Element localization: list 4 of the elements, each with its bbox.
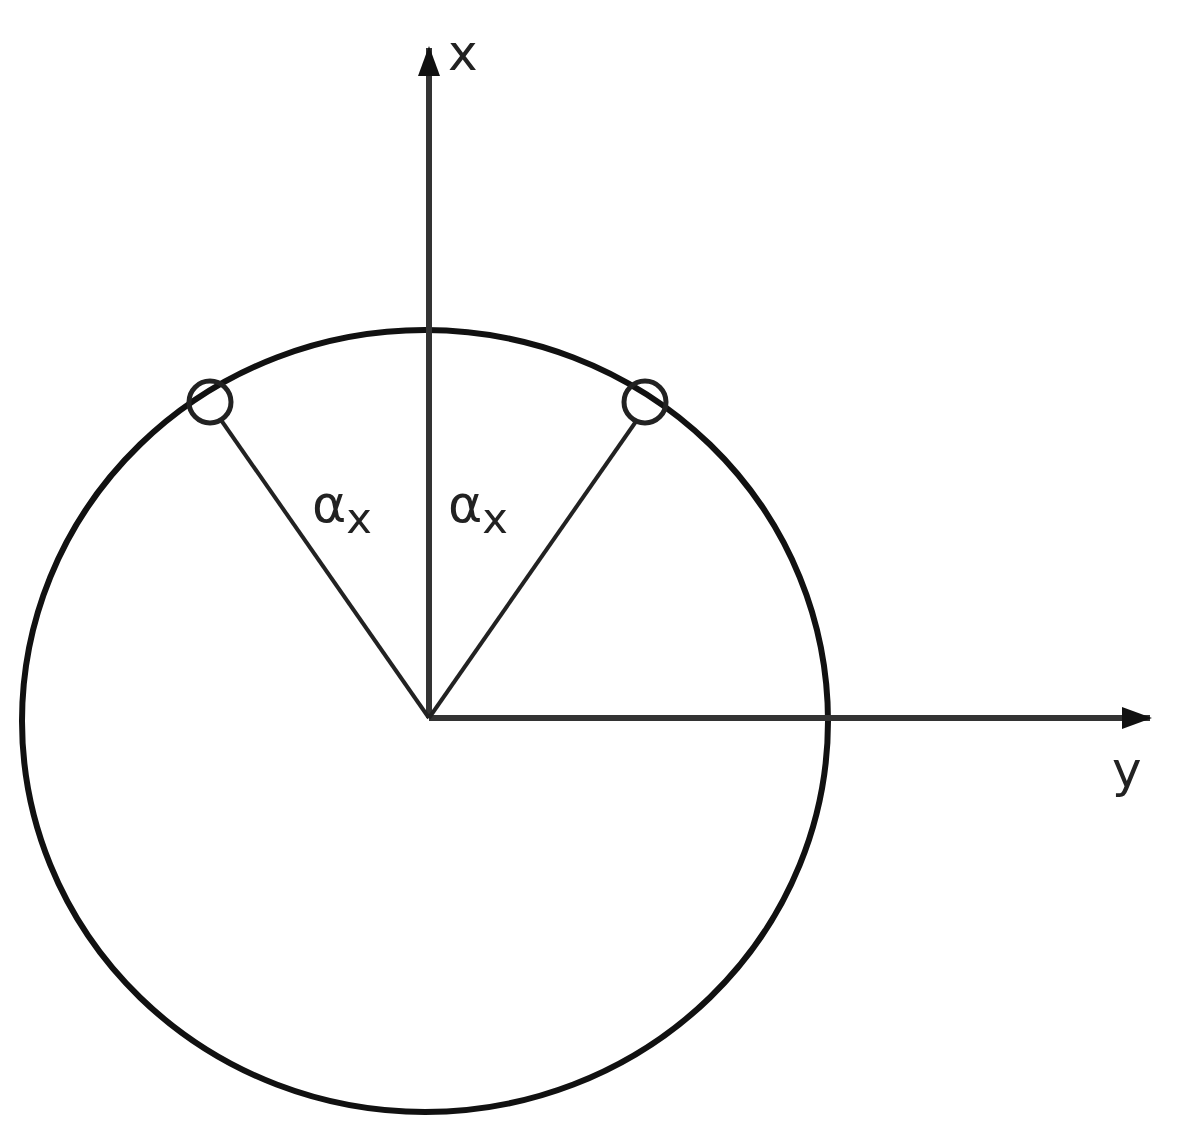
axis-label: y [1112,745,1142,795]
axis-label: x [448,28,478,78]
angle-label: α$_{x}$ [312,478,372,541]
angle-label: α$_{x}$ [448,478,508,541]
